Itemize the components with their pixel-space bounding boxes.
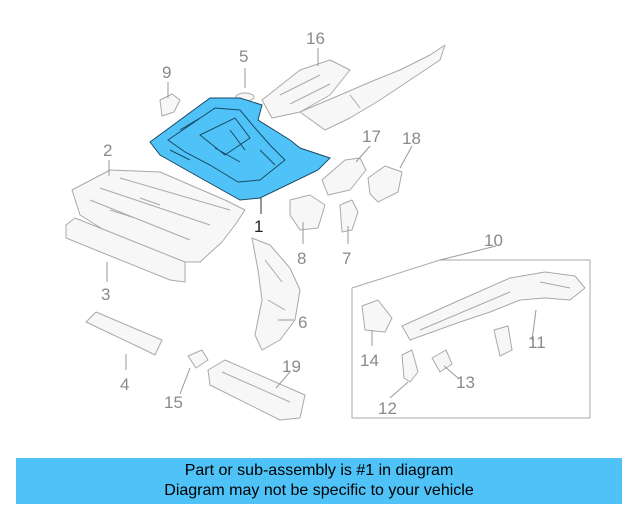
callout-2: 2: [103, 141, 112, 160]
banner-line-1: Part or sub-assembly is #1 in diagram: [184, 462, 454, 479]
part-8-bracket: [289, 194, 326, 231]
callout-10: 10: [484, 231, 503, 250]
callout-18: 18: [402, 129, 421, 148]
callout-8: 8: [297, 249, 306, 268]
part-10-rail: [401, 271, 586, 341]
subassembly-box: [351, 245, 591, 419]
callout-19: 19: [282, 357, 301, 376]
callout-11: 11: [528, 333, 546, 352]
parts-diagram: 1 2 3 4 5 6 7 8 9 10 11 12 13 14 15 16 1…: [65, 29, 591, 421]
part-9-bracket: [159, 93, 181, 117]
callout-7: 7: [342, 249, 351, 268]
part-13-clip: [431, 349, 453, 373]
part-7-plate: [339, 199, 359, 233]
part-17-bracket: [321, 157, 367, 196]
part-12-plate: [401, 349, 419, 383]
callout-16: 16: [306, 29, 325, 48]
callout-17: 17: [362, 127, 381, 146]
part-1-floor-pan: [149, 97, 331, 201]
part-11-bracket: [493, 325, 513, 357]
callout-9: 9: [162, 63, 171, 82]
part-4-rail: [85, 311, 163, 356]
part-19-rail: [207, 359, 306, 421]
callout-labels: 1 2 3 4 5 6 7 8 9 10 11 12 13 14 15 16 1…: [101, 29, 546, 418]
callout-13: 13: [456, 373, 475, 392]
leader-lines: [106, 48, 537, 399]
callout-5: 5: [239, 47, 248, 66]
part-14-bracket: [361, 299, 393, 333]
callout-14: 14: [360, 351, 379, 370]
banner-line-2: Diagram may not be specific to your vehi…: [164, 482, 474, 499]
part-16-rail: [261, 44, 446, 131]
info-banner: Part or sub-assembly is #1 in diagram Di…: [16, 458, 622, 504]
callout-4: 4: [120, 375, 129, 394]
callout-15: 15: [164, 393, 183, 412]
part-18-bracket: [367, 165, 403, 203]
callout-1: 1: [254, 217, 263, 236]
callout-12: 12: [378, 399, 397, 418]
part-15-clip: [187, 349, 209, 369]
callout-3: 3: [101, 285, 110, 304]
callout-6: 6: [298, 313, 307, 332]
part-6-side-panel: [251, 237, 301, 351]
part-3-crossmember: [65, 217, 186, 283]
